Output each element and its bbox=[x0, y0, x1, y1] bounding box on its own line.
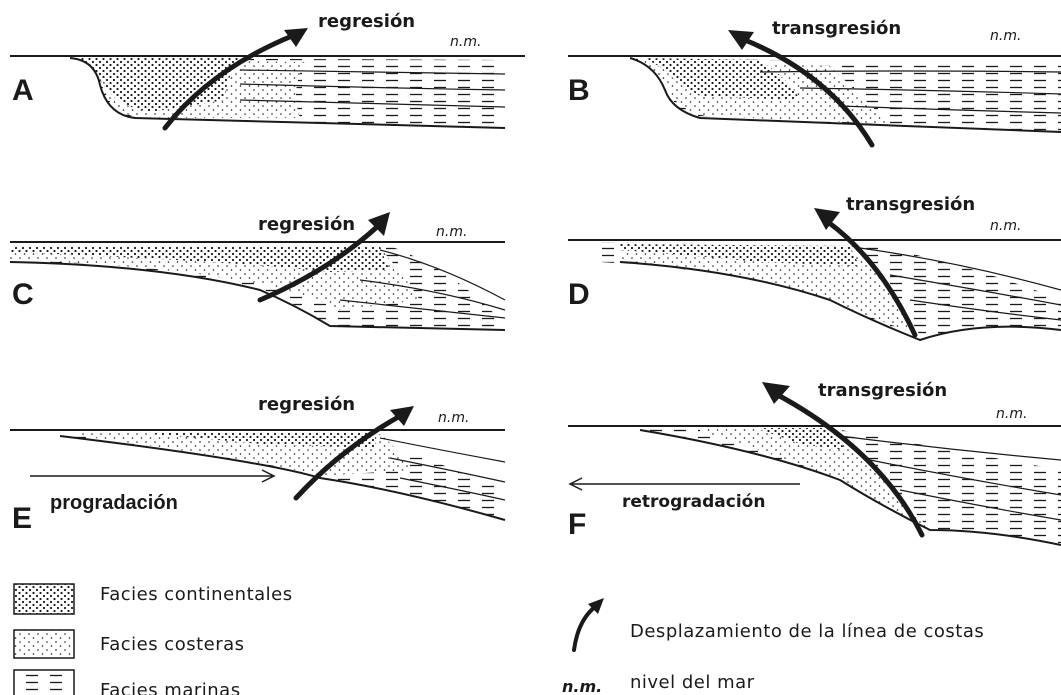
process-label: regresión bbox=[258, 214, 355, 235]
legend-continental-label: Facies continentales bbox=[100, 584, 293, 605]
process-label: transgresión bbox=[818, 380, 947, 401]
legend-nm-symbol: n.m. bbox=[562, 677, 602, 695]
legend-arrow-label: Desplazamiento de la línea de costas bbox=[630, 621, 984, 642]
sea-level-label: n.m. bbox=[438, 410, 469, 426]
panel-letter: E bbox=[12, 502, 32, 535]
sea-level-label: n.m. bbox=[996, 406, 1027, 422]
process-label: transgresión bbox=[772, 18, 901, 39]
panel-letter: A bbox=[12, 74, 34, 107]
panel-e: E progradación regresión n.m. bbox=[10, 394, 505, 535]
process-label: regresión bbox=[258, 394, 355, 415]
panel-c: C regresión n.m. bbox=[10, 212, 505, 330]
sea-level-label: n.m. bbox=[436, 224, 467, 240]
panel-letter: B bbox=[568, 74, 590, 107]
panel-d: D transgresión n.m. bbox=[568, 194, 1061, 340]
retrogradation-label: retrogradación bbox=[622, 492, 765, 512]
panel-b: B transgresión n.m. bbox=[568, 18, 1061, 145]
sea-level-label: n.m. bbox=[990, 218, 1021, 234]
marine-swatch bbox=[14, 670, 74, 695]
panel-f: F retrogradación transgresión n.m. bbox=[568, 380, 1061, 545]
panel-a: A regresión n.m. bbox=[10, 11, 525, 128]
legend-marine-label: Facies marinas bbox=[100, 680, 241, 695]
panel-letter: C bbox=[12, 278, 34, 311]
legend-coastal-label: Facies costeras bbox=[100, 634, 245, 655]
arrowhead bbox=[390, 406, 414, 426]
progradation-label: progradación bbox=[50, 492, 178, 514]
process-label: regresión bbox=[318, 11, 415, 32]
legend-nm-label: nivel del mar bbox=[630, 672, 755, 693]
coastal-swatch bbox=[14, 630, 74, 658]
panel-letter: F bbox=[568, 508, 586, 541]
continental-swatch bbox=[14, 584, 74, 614]
sea-level-label: n.m. bbox=[990, 28, 1021, 44]
panel-letter: D bbox=[568, 278, 590, 311]
sea-level-label: n.m. bbox=[450, 34, 481, 50]
legend: Facies continentales Facies costeras Fac… bbox=[14, 584, 984, 695]
legend-arrow-icon bbox=[574, 606, 596, 650]
process-label: transgresión bbox=[846, 194, 975, 215]
